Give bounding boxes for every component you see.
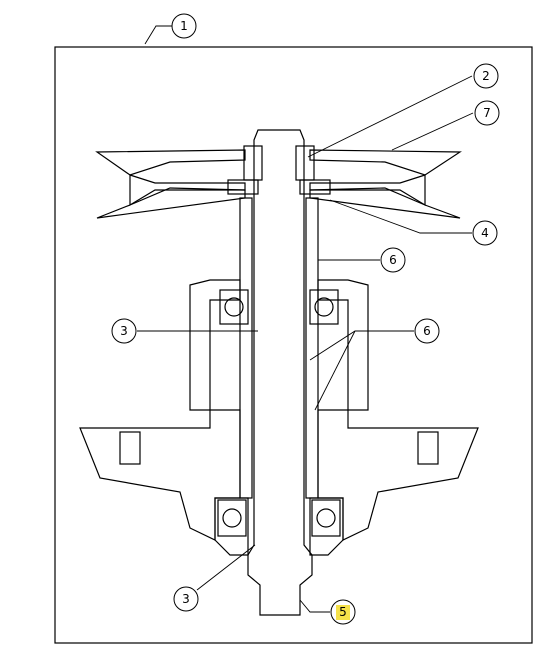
- callout-3b: 3: [173, 586, 199, 612]
- svg-text:4: 4: [481, 226, 489, 240]
- spacer-tube: [239, 197, 319, 499]
- spindle-shaft: [247, 129, 313, 616]
- deck-housing: [79, 409, 479, 556]
- svg-text:7: 7: [483, 106, 491, 120]
- callout-1: 1: [171, 13, 197, 39]
- svg-text:3: 3: [120, 324, 128, 338]
- svg-text:1: 1: [180, 19, 188, 33]
- lower-bearing-right: [311, 499, 341, 537]
- svg-text:6: 6: [423, 324, 431, 338]
- svg-text:6: 6: [389, 253, 397, 267]
- callout-6a: 6: [380, 247, 406, 273]
- svg-text:5: 5: [339, 605, 347, 619]
- callout-5: 5: [330, 599, 356, 625]
- lower-bearing-left: [217, 499, 247, 537]
- svg-text:3: 3: [182, 592, 190, 606]
- drawing-border: [54, 46, 533, 644]
- pulley: [95, 149, 462, 219]
- upper-bearing-right: [309, 289, 339, 325]
- leader-lines: [137, 25, 474, 613]
- callout-6b: 6: [414, 318, 440, 344]
- callout-3a: 3: [111, 318, 137, 344]
- callout-2: 2: [473, 63, 499, 89]
- svg-text:2: 2: [482, 69, 490, 83]
- housing-cup: [189, 279, 369, 411]
- upper-bearing-left: [219, 289, 249, 325]
- callout-7: 7: [474, 100, 500, 126]
- upper-nut: [243, 145, 315, 181]
- callout-5-highlight: [336, 605, 350, 620]
- callout-4: 4: [472, 220, 498, 246]
